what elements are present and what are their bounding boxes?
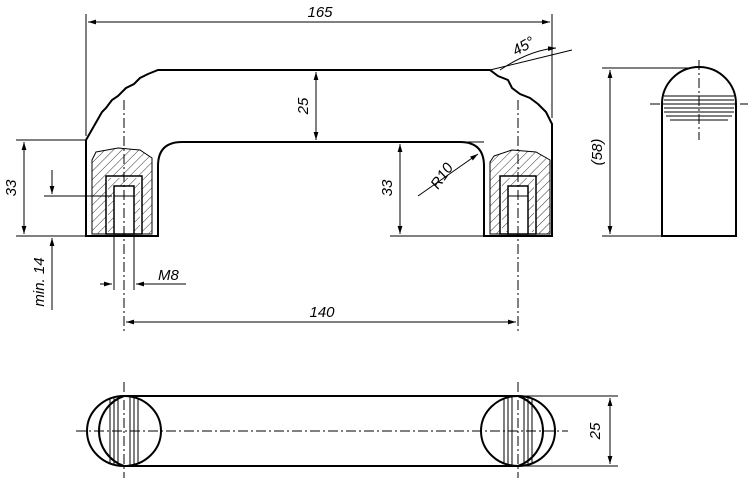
dim-radius: R10 bbox=[427, 159, 457, 192]
handle-outline bbox=[85, 69, 553, 237]
front-view: 165 45° 25 33 min. 14 M8 140 33 bbox=[3, 4, 573, 332]
bottom-view: 25 bbox=[76, 382, 618, 478]
side-view: (58) bbox=[589, 60, 748, 237]
dim-height-right: 33 bbox=[379, 179, 396, 196]
dim-overall-length: 165 bbox=[307, 4, 333, 21]
right-insert-section bbox=[489, 149, 551, 235]
dim-bottom-width: 25 bbox=[587, 422, 604, 440]
side-view-outline bbox=[661, 66, 737, 237]
dim-angle: 45° bbox=[510, 33, 538, 59]
dim-hole-spacing: 140 bbox=[309, 304, 335, 321]
dim-height-left: 33 bbox=[3, 179, 20, 196]
dim-grip-thickness: 25 bbox=[295, 97, 312, 115]
left-insert-section bbox=[91, 147, 153, 235]
dim-side-height: (58) bbox=[589, 139, 606, 166]
dim-thread: M8 bbox=[158, 267, 179, 284]
dim-min-depth: min. 14 bbox=[31, 257, 48, 306]
dim-line-radius bbox=[417, 153, 479, 197]
